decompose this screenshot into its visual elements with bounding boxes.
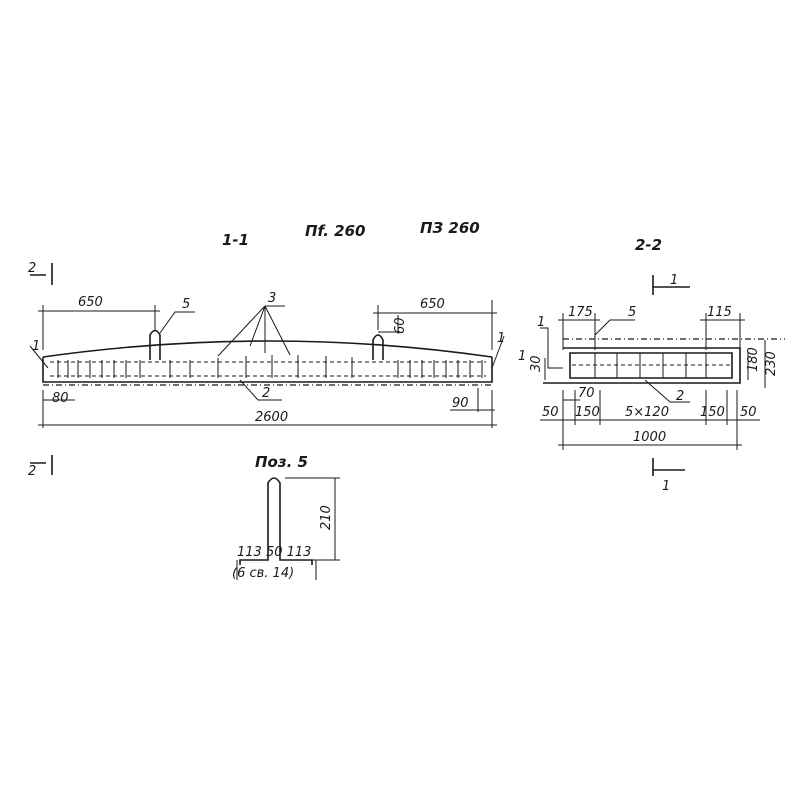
label-end-right-1: 1 — [497, 331, 505, 346]
section-2-2-title: 2-2 — [635, 236, 662, 254]
label-loop-5: 5 — [182, 297, 190, 312]
bars — [50, 361, 486, 377]
dim-175: 175 — [568, 305, 593, 320]
dim-total-2600: 2600 — [255, 410, 288, 425]
section-marker-bottom-label: 2 — [28, 464, 36, 479]
lifting-loop-right — [372, 334, 384, 360]
section-1-1-drawing: 1-1 Пf. 260 ПЗ 260 2 2 650 650 60 2600 8… — [28, 219, 505, 479]
dim-50-right: 50 — [740, 405, 757, 420]
dim-5x120: 5×120 — [625, 405, 669, 420]
loop-bar-shape — [239, 477, 313, 565]
mark-pz260: ПЗ 260 — [420, 219, 480, 237]
beam-top — [42, 340, 493, 358]
dim-50-left: 50 — [542, 405, 559, 420]
section-marker-top — [30, 263, 53, 285]
dim-left-650: 650 — [78, 295, 103, 310]
label-loop-5: 5 — [628, 305, 636, 320]
detail-poz5: Поз. 5 210 113 50 113 (6 св. 14) — [232, 453, 340, 581]
section-marker-top-label: 2 — [28, 261, 36, 276]
dim-210: 210 — [319, 505, 334, 530]
detail-title: Поз. 5 — [255, 453, 308, 471]
dim-150-left: 150 — [575, 405, 600, 420]
beam-outline — [42, 357, 493, 383]
dim-115: 115 — [707, 305, 732, 320]
dim-230: 230 — [764, 351, 779, 376]
stirrups — [57, 355, 483, 378]
lifting-loop-left — [149, 329, 161, 360]
cross-section-outline — [543, 347, 741, 384]
label-end-left-1: 1 — [32, 339, 40, 354]
dim-right-90: 90 — [452, 396, 469, 411]
label-bar-2: 2 — [676, 389, 684, 404]
section-marker-bottom-label: 1 — [662, 479, 670, 494]
dim-1000: 1000 — [633, 430, 666, 445]
base-dims: 113 50 113 — [237, 545, 311, 560]
dim-cover-30: 30 — [529, 355, 544, 372]
label-stirrups-3: 3 — [268, 291, 276, 306]
dim-right-650: 650 — [420, 297, 445, 312]
dim-left-80: 80 — [52, 391, 69, 406]
bar-note: (6 св. 14) — [232, 566, 294, 581]
dim-150-right: 150 — [700, 405, 725, 420]
section-1-1-title: 1-1 — [222, 231, 249, 249]
section-marker-top — [652, 275, 690, 295]
cross-section-cells — [569, 352, 733, 379]
label-bar-2: 2 — [262, 386, 270, 401]
dim-180: 180 — [746, 347, 761, 372]
section-marker-bottom — [30, 455, 53, 475]
label-end-1b: 1 — [518, 349, 526, 364]
section-marker-bottom — [652, 458, 685, 476]
section-2-2-drawing: 2-2 1 1 1 1 30 175 115 5 180 230 2 70 50… — [518, 236, 785, 494]
dim-loop-60: 60 — [393, 317, 408, 334]
label-end-1a: 1 — [537, 315, 545, 330]
section-marker-top-label: 1 — [670, 273, 678, 288]
dim-70: 70 — [578, 386, 595, 401]
mark-pt260: Пf. 260 — [305, 222, 366, 240]
